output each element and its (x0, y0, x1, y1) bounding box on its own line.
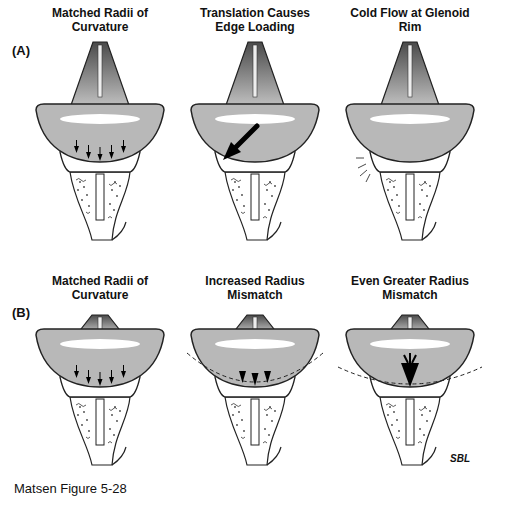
artist-initials: SBL (450, 452, 470, 466)
panel-title: Matched Radii of Curvature (35, 6, 165, 34)
panel-title: Increased Radius Mismatch (190, 274, 320, 302)
panel-title: Matched Radii of Curvature (35, 274, 165, 302)
panel-letter: (A) (12, 44, 30, 58)
figure-caption: Matsen Figure 5-28 (14, 482, 127, 496)
panel-title: Even Greater Radius Mismatch (345, 274, 475, 302)
panel-title: Translation Causes Edge Loading (190, 6, 320, 34)
panel-letter: (B) (12, 306, 30, 320)
panel-title: Cold Flow at Glenoid Rim (345, 6, 475, 34)
